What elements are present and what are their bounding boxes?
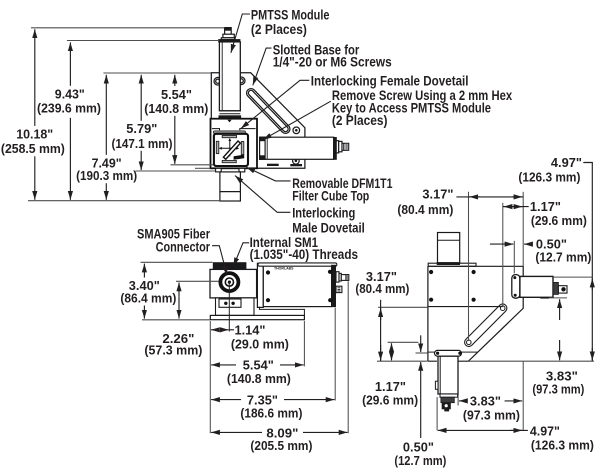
svg-text:(57.3 mm): (57.3 mm): [144, 342, 202, 357]
svg-text:Key to Access PMTSS Module: Key to Access PMTSS Module: [332, 101, 491, 116]
svg-text:3.17": 3.17": [366, 269, 397, 284]
svg-text:(1.035"-40) Threads: (1.035"-40) Threads: [250, 247, 358, 262]
svg-text:(80.4 mm): (80.4 mm): [355, 281, 409, 296]
svg-text:9.43": 9.43": [55, 87, 85, 102]
svg-text:(29.6 mm): (29.6 mm): [362, 393, 418, 408]
svg-text:SMA905 Fiber: SMA905 Fiber: [137, 227, 211, 242]
svg-text:7.35": 7.35": [247, 392, 278, 407]
svg-text:4.97": 4.97": [551, 155, 582, 170]
svg-text:3.40": 3.40": [129, 278, 160, 293]
svg-text:Removable DFM1T1: Removable DFM1T1: [292, 176, 393, 191]
svg-text:(205.5 mm): (205.5 mm): [250, 438, 312, 453]
svg-text:1/4"-20 or M6 Screws: 1/4"-20 or M6 Screws: [273, 55, 392, 70]
svg-text:PMTSS Module: PMTSS Module: [251, 7, 330, 22]
svg-text:2.26": 2.26": [162, 331, 194, 346]
svg-text:(97.3 mm): (97.3 mm): [532, 382, 584, 397]
svg-text:(29.6 mm): (29.6 mm): [531, 213, 587, 228]
svg-text:3.83": 3.83": [470, 394, 501, 409]
svg-text:Interlocking: Interlocking: [292, 206, 355, 221]
svg-text:(12.7 mm): (12.7 mm): [394, 453, 446, 468]
svg-text:(147.1 mm): (147.1 mm): [112, 136, 173, 151]
svg-text:4.97": 4.97": [530, 424, 560, 439]
svg-text:Internal SM1: Internal SM1: [250, 235, 319, 250]
svg-text:(29.0 mm): (29.0 mm): [231, 337, 289, 352]
svg-text:(86.4 mm): (86.4 mm): [120, 291, 176, 306]
svg-text:(126.3 mm): (126.3 mm): [531, 438, 594, 453]
svg-text:(80.4 mm): (80.4 mm): [397, 202, 453, 217]
svg-text:Slotted Base for: Slotted Base for: [273, 43, 360, 58]
svg-text:(126.3 mm): (126.3 mm): [518, 170, 580, 185]
svg-text:(140.8 mm): (140.8 mm): [227, 371, 291, 386]
svg-text:Remove Screw Using a 2 mm Hex: Remove Screw Using a 2 mm Hex: [332, 88, 513, 103]
svg-text:Male Dovetail: Male Dovetail: [292, 221, 365, 236]
svg-text:3.83": 3.83": [546, 369, 578, 384]
svg-text:3.17": 3.17": [422, 187, 453, 202]
svg-text:(186.6 mm): (186.6 mm): [240, 406, 302, 421]
svg-text:Connector: Connector: [156, 240, 211, 255]
svg-text:0.50": 0.50": [403, 440, 434, 455]
svg-text:(97.3 mm): (97.3 mm): [463, 408, 520, 423]
svg-text:0.50": 0.50": [536, 237, 567, 252]
svg-text:THORLABS: THORLABS: [274, 266, 294, 270]
svg-text:(258.5 mm): (258.5 mm): [1, 141, 65, 156]
svg-text:(239.6 mm): (239.6 mm): [37, 100, 101, 115]
svg-text:(2 Places): (2 Places): [332, 113, 388, 128]
svg-text:1.14": 1.14": [235, 322, 266, 337]
svg-text:Filter Cube Top: Filter Cube Top: [292, 189, 369, 204]
svg-text:(12.7 mm): (12.7 mm): [535, 250, 591, 265]
svg-text:8.09": 8.09": [266, 425, 298, 440]
svg-text:(2 Places): (2 Places): [251, 22, 307, 37]
svg-text:1.17": 1.17": [375, 379, 406, 394]
svg-text:10.18": 10.18": [16, 127, 53, 142]
svg-text:5.79": 5.79": [126, 121, 157, 136]
svg-text:5.54": 5.54": [243, 358, 274, 373]
svg-text:7.49": 7.49": [92, 156, 122, 171]
svg-text:5.54": 5.54": [161, 87, 192, 102]
svg-text:1.17": 1.17": [530, 199, 561, 214]
svg-text:(190.3 mm): (190.3 mm): [76, 168, 137, 183]
svg-text:Interlocking Female Dovetail: Interlocking Female Dovetail: [311, 73, 469, 88]
svg-text:(140.8 mm): (140.8 mm): [144, 101, 208, 116]
